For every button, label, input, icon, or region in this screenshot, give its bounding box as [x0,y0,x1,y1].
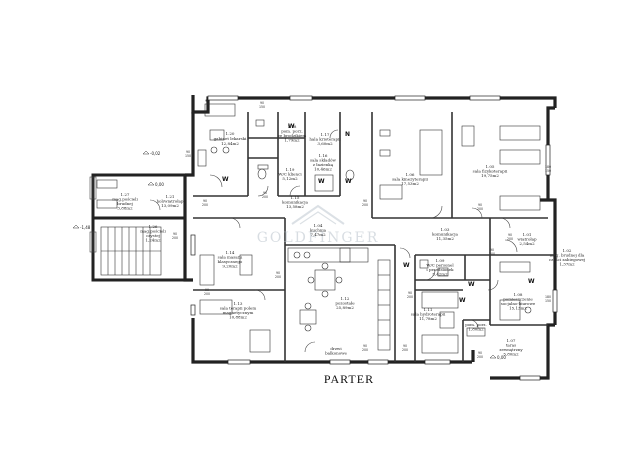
windows [190,95,558,381]
level-markers: -0,02 0,00 -1,48 0,00 [72,150,506,360]
wall-marks: W W W W N W W W W [222,123,535,304]
room-1.10-label: pom. porz.1,80m2 [465,322,487,332]
w-mark: W [345,178,352,185]
w-mark: W [318,178,325,185]
n-mark: N [345,131,350,138]
left-annex [91,173,185,282]
interior-walls [193,112,555,362]
level-stair: -1,48 [80,225,91,230]
door-swings [149,129,518,353]
outer-walls [183,95,557,380]
w-mark: W [468,281,475,288]
fixtures [96,103,541,354]
level-top: -0,02 [150,151,161,156]
watermark-text: GOLDFINGER [257,230,380,246]
w-mark: W [459,297,466,304]
w-mark: W [288,123,295,130]
level-bottom: 0,00 [497,355,506,360]
plan-title: PARTER [324,372,374,386]
stair [100,226,162,276]
w-mark: W [222,176,229,183]
w-mark: W [403,262,410,269]
annex-windows [89,176,97,253]
level-left: 0,00 [155,182,164,187]
watermark-logo [291,204,345,225]
w-mark: W [528,278,535,285]
